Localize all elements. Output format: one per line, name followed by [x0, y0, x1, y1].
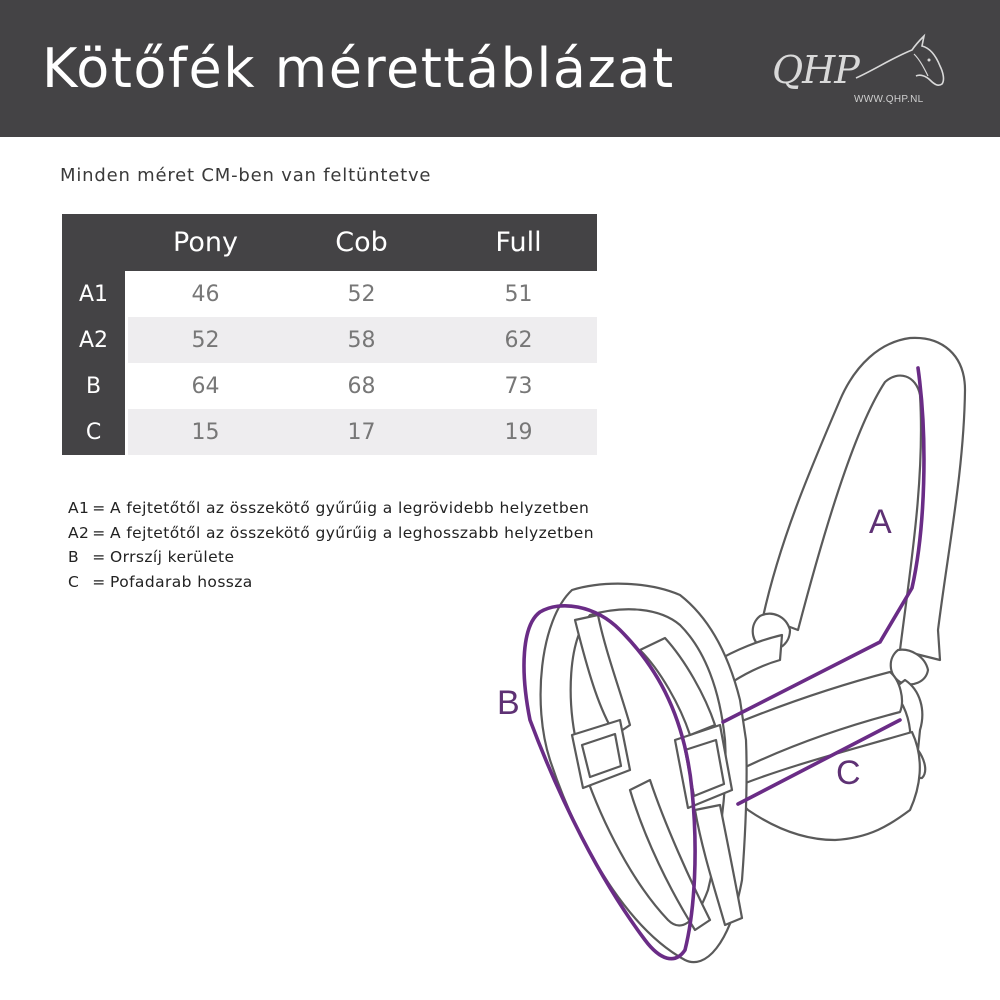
legend-item: C =Pofadarab hossza — [68, 570, 594, 595]
table-cell: 15 — [128, 409, 283, 455]
table-cell: 58 — [283, 317, 440, 363]
measure-c-line — [736, 718, 902, 806]
table-row: C 15 17 19 — [62, 409, 597, 455]
legend-key: A2 — [68, 523, 90, 542]
label-b: B — [497, 684, 520, 722]
legend-item: A2=A fejtetőtől az összekötő gyűrűig a l… — [68, 521, 594, 546]
table-corner — [62, 214, 125, 271]
row-label-a2: A2 — [62, 317, 125, 363]
label-a: A — [869, 503, 892, 541]
logo-wordmark: QHP — [772, 48, 860, 92]
table-row: A1 46 52 51 — [62, 271, 597, 317]
column-header-pony: Pony — [128, 214, 283, 271]
table-cell: 64 — [128, 363, 283, 409]
logo-url: WWW.QHP.NL — [854, 94, 924, 105]
legend-item: A1=A fejtetőtől az összekötő gyűrűig a l… — [68, 496, 594, 521]
horse-head-icon — [855, 33, 945, 87]
legend: A1=A fejtetőtől az összekötő gyűrűig a l… — [68, 496, 594, 594]
legend-item: B =Orrszíj kerülete — [68, 545, 594, 570]
legend-separator: = — [92, 548, 106, 566]
legend-text: Pofadarab hossza — [110, 572, 253, 591]
row-label-a1: A1 — [62, 271, 125, 317]
row-label-c: C — [62, 409, 125, 455]
throat-strap — [718, 670, 904, 774]
measurement-lines — [522, 366, 926, 961]
table-cell: 19 — [440, 409, 597, 455]
legend-separator: = — [92, 499, 106, 517]
legend-separator: = — [92, 572, 106, 591]
page-title: Kötőfék mérettáblázat — [42, 37, 675, 100]
legend-text: A fejtetőtől az összekötő gyűrűig a legh… — [110, 523, 594, 542]
table-gap — [125, 214, 128, 271]
crown-piece — [761, 336, 967, 662]
table-cell: 73 — [440, 363, 597, 409]
halter-illustration — [522, 336, 967, 964]
measure-a-line — [721, 366, 926, 724]
legend-separator: = — [92, 523, 106, 542]
table-cell: 68 — [283, 363, 440, 409]
measure-b-line — [522, 604, 697, 961]
units-note: Minden méret CM-ben van feltüntetve — [60, 165, 432, 186]
column-header-full: Full — [440, 214, 597, 271]
table-cell: 52 — [128, 317, 283, 363]
legend-key: C — [68, 572, 80, 591]
legend-text: A fejtetőtől az összekötő gyűrűig a legr… — [110, 499, 590, 517]
row-label-b: B — [62, 363, 125, 409]
legend-text: Orrszíj kerülete — [110, 548, 235, 566]
table-cell: 51 — [440, 271, 597, 317]
label-c: C — [836, 754, 861, 792]
table-cell: 52 — [283, 271, 440, 317]
table-cell: 46 — [128, 271, 283, 317]
halter-outline — [539, 336, 967, 964]
table-cell: 17 — [283, 409, 440, 455]
table-cell: 62 — [440, 317, 597, 363]
header-banner: Kötőfék mérettáblázat QHP WWW.QHP.NL — [0, 0, 1000, 137]
table-row: A2 52 58 62 — [62, 317, 597, 363]
table-header-row: Pony Cob Full — [62, 214, 597, 271]
legend-key: A1 — [68, 499, 90, 517]
qhp-logo: QHP WWW.QHP.NL — [764, 30, 954, 110]
size-table: Pony Cob Full A1 46 52 51 A2 52 58 62 B … — [62, 214, 597, 455]
legend-key: B — [68, 548, 80, 566]
column-header-cob: Cob — [283, 214, 440, 271]
table-row: B 64 68 73 — [62, 363, 597, 409]
